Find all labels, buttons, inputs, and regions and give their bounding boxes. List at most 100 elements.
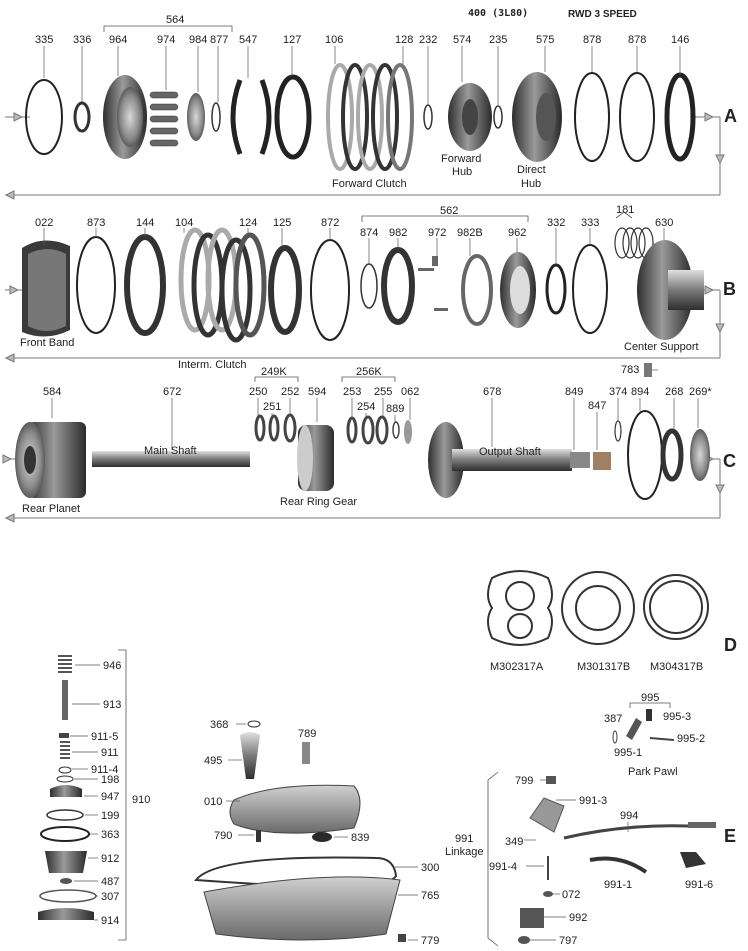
part-946: 946	[103, 660, 122, 672]
part-124: 124	[239, 217, 258, 229]
part-146: 146	[671, 34, 690, 46]
caption-front-band: Front Band	[20, 337, 75, 349]
part-911: 911	[101, 747, 119, 759]
part-575: 575	[536, 34, 555, 46]
caption-rear-planet: Rear Planet	[22, 503, 81, 515]
part-982b: 982B	[457, 227, 483, 239]
part-181: 181	[616, 204, 635, 216]
row-d-gaskets	[487, 570, 709, 646]
part-994: 994	[620, 810, 639, 822]
part-789: 789	[298, 728, 317, 740]
part-765: 765	[421, 890, 440, 902]
bracket-256k-label: 256K	[356, 366, 382, 378]
part-790: 790	[214, 830, 233, 842]
caption-interm-clutch: Interm. Clutch	[178, 359, 247, 371]
part-912: 912	[101, 853, 120, 865]
caption-output-shaft: Output Shaft	[479, 446, 541, 458]
part-913: 913	[103, 699, 122, 711]
part-594: 594	[308, 386, 327, 398]
caption-forward-clutch: Forward Clutch	[332, 178, 407, 190]
caption-direct-hub-1: Direct	[517, 164, 546, 176]
caption-center-support: Center Support	[624, 341, 699, 353]
bracket-256k-line	[341, 376, 396, 382]
part-849: 849	[565, 386, 584, 398]
part-374: 374	[609, 386, 628, 398]
bracket-249k-line	[254, 376, 299, 382]
part-799: 799	[515, 775, 534, 787]
part-127: 127	[283, 34, 302, 46]
part-574: 574	[453, 34, 472, 46]
row-b-leader-lines	[43, 228, 665, 265]
part-991-6: 991-6	[685, 879, 714, 891]
bracket-249k-label: 249K	[261, 366, 287, 378]
drive-type-label: RWD 3 SPEED	[568, 9, 637, 20]
pan-parts	[194, 720, 406, 942]
part-495: 495	[204, 755, 223, 767]
part-878-a: 878	[583, 34, 602, 46]
row-c-leader-lines	[51, 369, 699, 450]
part-991-1: 991-1	[604, 879, 633, 891]
part-584: 584	[43, 386, 62, 398]
part-974: 974	[157, 34, 176, 46]
row-letter-c: C	[723, 451, 736, 471]
gasket-m302317a: M302317A	[490, 661, 544, 673]
park-pawl-parts	[612, 709, 675, 744]
part-269: 269*	[689, 386, 712, 398]
part-995: 995	[641, 692, 660, 704]
caption-main-shaft: Main Shaft	[144, 445, 197, 457]
part-877: 877	[210, 34, 229, 46]
part-128: 128	[395, 34, 414, 46]
part-255: 255	[374, 386, 393, 398]
part-300: 300	[421, 862, 440, 874]
part-332: 332	[547, 217, 566, 229]
part-349: 349	[505, 836, 524, 848]
row-letter-a: A	[724, 106, 737, 126]
part-947: 947	[101, 791, 120, 803]
part-199: 199	[101, 810, 120, 822]
part-889: 889	[386, 403, 405, 415]
part-387: 387	[604, 713, 623, 725]
part-964: 964	[109, 34, 128, 46]
row-letter-d: D	[724, 635, 737, 655]
part-144: 144	[136, 217, 155, 229]
valve-stack-parts	[38, 655, 97, 920]
part-232: 232	[419, 34, 438, 46]
caption-park-pawl: Park Pawl	[628, 766, 678, 778]
row-c-parts	[15, 363, 710, 500]
part-982: 982	[389, 227, 408, 239]
row-b-flowline	[4, 285, 725, 363]
part-198: 198	[101, 774, 120, 786]
part-779: 779	[421, 935, 440, 947]
part-062: 062	[401, 386, 420, 398]
linkage-leaders	[524, 779, 629, 941]
linkage-parts	[518, 776, 716, 944]
part-253: 253	[343, 386, 362, 398]
caption-forward-hub-2: Hub	[452, 166, 473, 178]
group-991: 991	[455, 833, 474, 845]
part-874: 874	[360, 227, 379, 239]
group-910: 910	[132, 794, 151, 806]
part-368: 368	[210, 719, 229, 731]
part-992: 992	[569, 912, 588, 924]
part-010: 010	[204, 796, 223, 808]
part-839: 839	[351, 832, 370, 844]
pan-leaders	[226, 723, 418, 941]
model-label: 400 (3L80)	[468, 8, 529, 19]
part-878-b: 878	[628, 34, 647, 46]
part-894: 894	[631, 386, 650, 398]
part-991-4: 991-4	[489, 861, 518, 873]
part-307: 307	[101, 891, 120, 903]
part-972: 972	[428, 227, 447, 239]
part-991-3: 991-3	[579, 795, 608, 807]
part-984: 984	[189, 34, 208, 46]
part-363: 363	[101, 829, 120, 841]
part-911-5: 911-5	[91, 731, 119, 743]
bracket-995-line	[629, 702, 671, 708]
caption-direct-hub-2: Hub	[521, 178, 542, 190]
row-letter-b: B	[723, 279, 736, 299]
part-335: 335	[35, 34, 54, 46]
gasket-m301317b: M301317B	[577, 661, 631, 673]
part-268: 268	[665, 386, 684, 398]
part-911-4: 911-4	[91, 764, 119, 776]
row-letter-e: E	[724, 826, 737, 846]
